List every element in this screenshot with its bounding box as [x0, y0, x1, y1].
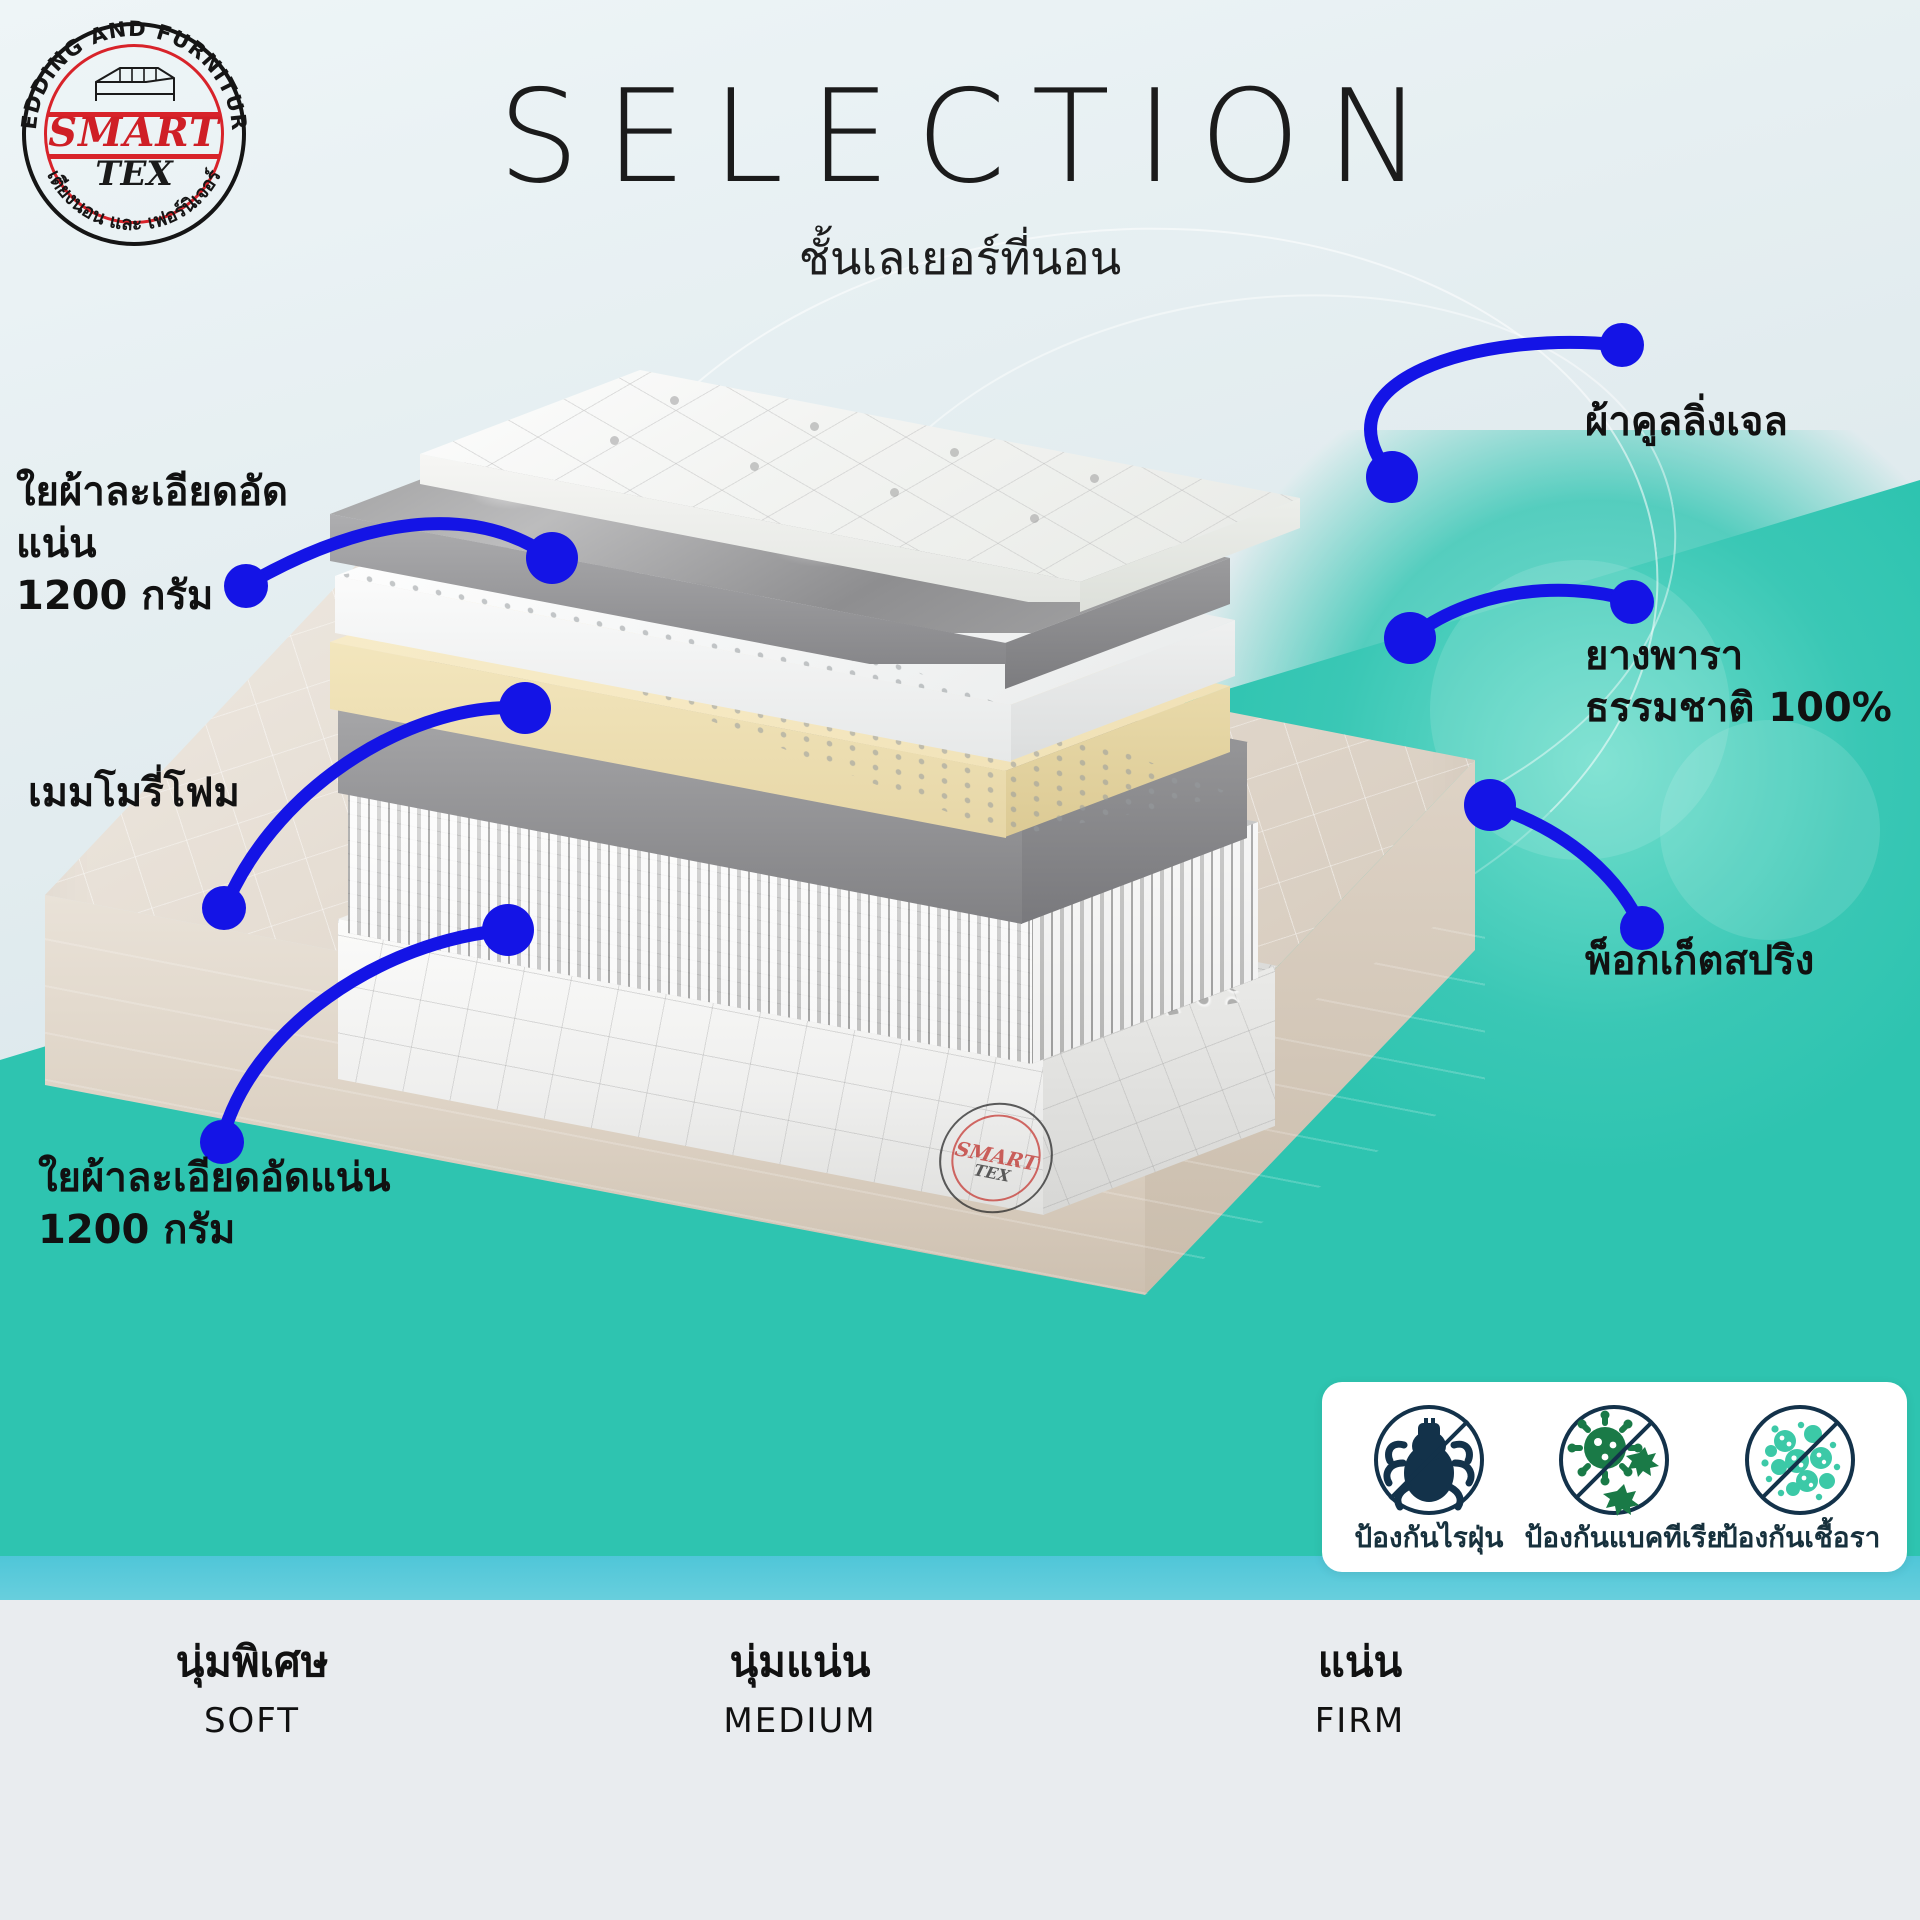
badge-bacteria: ป้องกันแบคทีเรีย: [1524, 1401, 1723, 1555]
bed-icon: [95, 67, 175, 101]
firmness-firm-en: FIRM: [1314, 1701, 1406, 1741]
logo-inner-ring: [44, 44, 224, 224]
logo-outer-ring: [22, 22, 246, 246]
logo-rule-top: [48, 112, 220, 117]
brand-logo: SMART TEX BEDDING AND FURNITURE เตียงนอน…: [8, 8, 260, 260]
firmness-stop-medium: นุ่มแน่น MEDIUM: [630, 1636, 970, 1744]
firmness-soft-th: นุ่มพิเศษ: [175, 1637, 329, 1686]
page-subtitle: ชั้นเลเยอร์ที่นอน: [798, 231, 1122, 285]
background-blob: [1660, 720, 1880, 940]
badge-caption-bacteria: ป้องกันแบคทีเรีย: [1524, 1521, 1723, 1554]
firmness-stop-firm: แน่น FIRM: [1190, 1636, 1530, 1744]
callout-label-memory-foam: เมมโมรี่โฟม: [28, 770, 240, 816]
logo-arc-top-text: BEDDING AND FURNITURE: [8, 8, 250, 132]
callout-label-cooling-gel: ผ้าคูลลิ่งเจล: [1585, 399, 1788, 445]
dust-mite-icon: [1370, 1401, 1488, 1519]
firmness-soft-en: SOFT: [203, 1701, 301, 1741]
protection-badges-panel: ป้องกันไรฝุ่น: [1322, 1382, 1907, 1572]
badge-mold: ป้องกันเชื้อรา: [1710, 1401, 1890, 1555]
callout-label-fiber-upper: ใยผ้าละเอียดอัดแน่น 1200 กรัม: [16, 469, 288, 619]
callout-label-fiber-lower: ใยผ้าละเอียดอัดแน่น 1200 กรัม: [38, 1155, 391, 1253]
bacteria-icon: [1555, 1401, 1673, 1519]
badge-caption-dust-mite: ป้องกันไรฝุ่น: [1354, 1521, 1504, 1554]
page-title: SELECTION: [497, 63, 1449, 212]
logo-arc-bottom-text: เตียงนอน และ เฟอร์นิเจอร์: [42, 166, 226, 235]
badge-caption-mold: ป้องกันเชื้อรา: [1719, 1521, 1881, 1554]
badge-dust-mite: ป้องกันไรฝุ่น: [1339, 1401, 1519, 1555]
logo-brand-bottom: TEX: [95, 154, 173, 194]
firmness-scale-labels: นุ่มพิเศษ SOFT นุ่มแน่น MEDIUM แน่น FIRM: [0, 1600, 1920, 1760]
firmness-medium-en: MEDIUM: [723, 1701, 877, 1741]
firmness-firm-th: แน่น: [1317, 1637, 1403, 1686]
firmness-medium-th: นุ่มแน่น: [729, 1637, 871, 1686]
layer-cooling-gel-cover: [420, 370, 1300, 612]
mold-icon: [1741, 1401, 1859, 1519]
callout-label-pocket-spring: พ็อกเก็ตสปริง: [1585, 938, 1815, 984]
logo-rule-bottom: [48, 154, 220, 159]
firmness-scale-panel: นุ่มพิเศษ SOFT นุ่มแน่น MEDIUM แน่น FIRM: [0, 1600, 1920, 1920]
firmness-stop-soft: นุ่มพิเศษ SOFT: [82, 1636, 422, 1744]
callout-label-latex: ยางพารา ธรรมชาติ 100%: [1585, 633, 1892, 731]
logo-brand-top: SMART: [48, 109, 220, 156]
